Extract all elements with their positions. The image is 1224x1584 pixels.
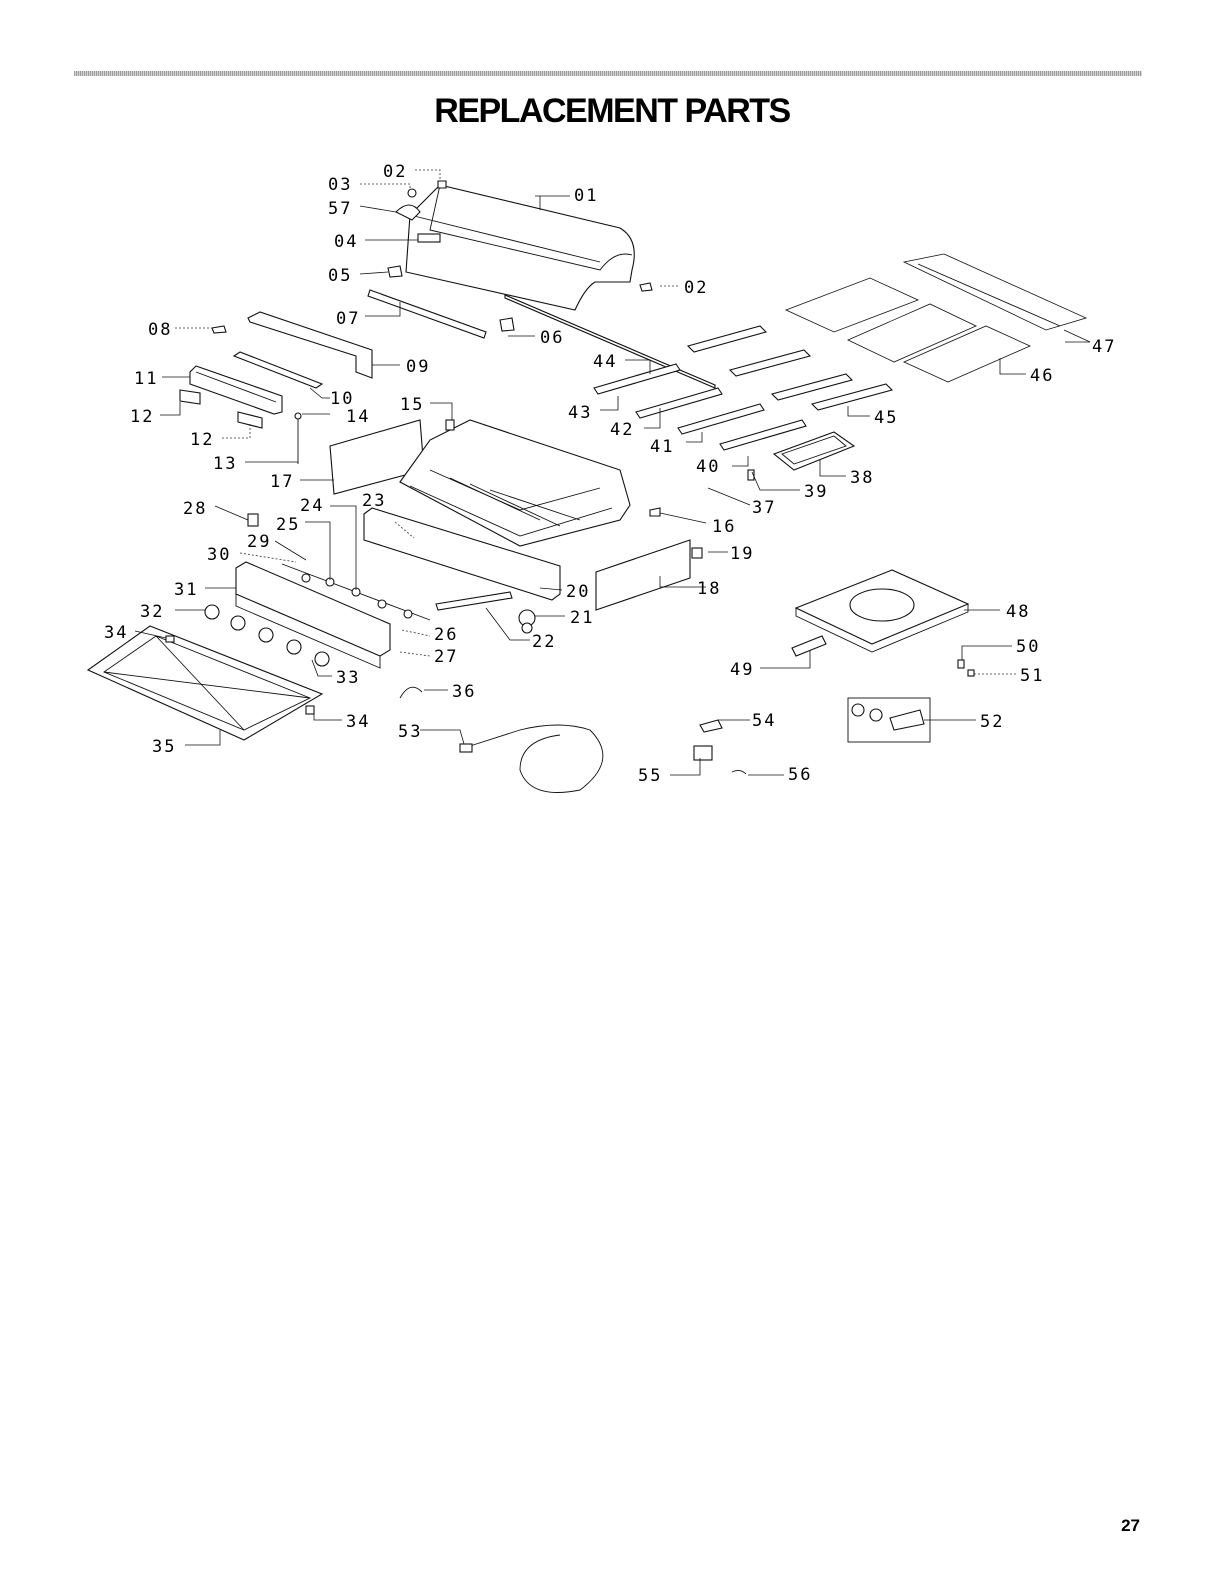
rear-panel-parts	[179, 311, 373, 429]
header-rule	[74, 71, 1142, 76]
part-label: 21	[570, 608, 594, 628]
part-label: 16	[712, 517, 736, 537]
gas-valve-parts	[435, 591, 536, 634]
small-hardware-2	[967, 669, 975, 677]
regulator-parts	[693, 719, 723, 761]
part-label: 32	[140, 602, 164, 622]
part-label: 55	[638, 766, 662, 786]
part-label: 22	[532, 632, 556, 652]
part-label: 13	[213, 454, 237, 474]
part-label: 15	[400, 395, 424, 415]
gas-hose-part	[459, 724, 604, 793]
front-manifold-panel-part	[363, 507, 561, 601]
page-title: REPLACEMENT PARTS	[434, 92, 791, 130]
part-label: 12	[130, 407, 154, 427]
part-label: 38	[850, 468, 874, 488]
small-hardware-6	[445, 419, 455, 431]
part-label: 35	[152, 737, 176, 757]
part-label: 43	[568, 403, 592, 423]
firebox-part	[399, 294, 716, 547]
part-label: 10	[330, 389, 354, 409]
part-label: 25	[276, 515, 300, 535]
side-burner-plate-part	[794, 569, 970, 653]
control-panel-part	[204, 561, 391, 669]
part-label: 34	[104, 623, 128, 643]
part-label: 42	[610, 420, 634, 440]
page-number: 27	[1121, 1516, 1140, 1535]
leader-lines	[134, 169, 1091, 776]
part-label: 12	[190, 430, 214, 450]
part-label: 17	[270, 472, 294, 492]
rear-burner-part	[772, 431, 856, 471]
part-label: 52	[980, 712, 1004, 732]
part-label: 29	[247, 532, 271, 552]
part-label: 41	[650, 437, 674, 457]
igniter-electrode-part	[294, 412, 302, 464]
part-label: 09	[406, 357, 430, 377]
part-label: 02	[383, 162, 407, 182]
part-label: 27	[434, 647, 458, 667]
lid-hardware	[387, 180, 653, 332]
small-hardware-7	[305, 705, 315, 715]
part-label: 14	[346, 407, 370, 427]
part-label: 01	[574, 186, 598, 206]
part-label: 45	[874, 408, 898, 428]
probe-part	[731, 769, 747, 775]
part-label: 05	[328, 266, 352, 286]
small-hardware-4	[691, 547, 703, 559]
part-label: 33	[336, 668, 360, 688]
part-label: 40	[696, 457, 720, 477]
part-label: 46	[1030, 366, 1054, 386]
part-label: 39	[804, 482, 828, 502]
cooking-grates-part	[784, 277, 1031, 383]
small-hardware	[957, 659, 965, 669]
part-label: 50	[1016, 637, 1040, 657]
part-label: 53	[398, 722, 422, 742]
part-label: 47	[1092, 337, 1116, 357]
lid-part	[405, 184, 635, 311]
part-label: 23	[362, 491, 386, 511]
wire-part	[399, 686, 423, 699]
part-label: 11	[134, 369, 158, 389]
part-label: 06	[540, 328, 564, 348]
part-label: 04	[334, 232, 358, 252]
side-shield-part	[595, 539, 691, 611]
side-burner-valve-part	[791, 635, 827, 657]
part-label: 57	[328, 199, 352, 219]
part-label: 08	[148, 320, 172, 340]
part-label: 31	[174, 580, 198, 600]
part-label: 26	[434, 625, 458, 645]
handle-rod-part	[367, 289, 487, 339]
part-label: 19	[730, 544, 754, 564]
part-labels: 01 02 02 03 04 05 06 07 08 09 10 11 12 1…	[104, 162, 1116, 786]
part-label: 03	[328, 175, 352, 195]
part-label: 02	[684, 278, 708, 298]
knob-kit-part	[847, 697, 931, 743]
part-label: 07	[336, 309, 360, 329]
part-label: 37	[752, 498, 776, 518]
part-label: 34	[346, 712, 370, 732]
part-label: 48	[1006, 602, 1030, 622]
small-hardware-5	[247, 513, 259, 527]
part-label: 20	[566, 582, 590, 602]
part-label: 36	[452, 682, 476, 702]
part-label: 44	[593, 352, 617, 372]
small-hardware-3	[747, 469, 755, 481]
part-label: 56	[788, 765, 812, 785]
small-hardware-8	[165, 635, 175, 643]
drip-tray-part	[86, 625, 324, 741]
valve-manifold-part	[281, 563, 431, 621]
warming-rack-part	[902, 253, 1088, 331]
part-label: 28	[183, 499, 207, 519]
flavorizer-bars-part	[593, 325, 894, 451]
part-label: 51	[1020, 666, 1044, 686]
part-label: 18	[697, 579, 721, 599]
part-label: 30	[207, 545, 231, 565]
part-label: 24	[300, 496, 324, 516]
part-label: 54	[752, 711, 776, 731]
part-label: 49	[730, 660, 754, 680]
